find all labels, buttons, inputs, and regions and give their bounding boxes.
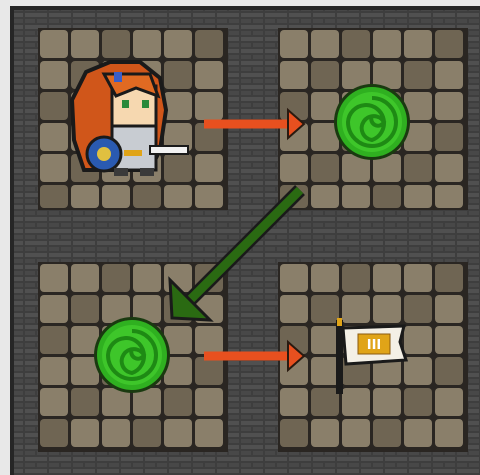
- floor-tile: [195, 419, 223, 447]
- floor-tile: [40, 388, 68, 416]
- floor-tile: [404, 357, 432, 385]
- floor-tile: [311, 185, 339, 208]
- floor-tile: [373, 30, 401, 58]
- floor-tile: [71, 295, 99, 323]
- floor-tile: [164, 154, 192, 182]
- floor-tile: [311, 264, 339, 292]
- floor-tile: [71, 388, 99, 416]
- floor-tile: [435, 295, 463, 323]
- floor-tile: [404, 185, 432, 208]
- floor-tile: [280, 264, 308, 292]
- floor-tile: [435, 123, 463, 151]
- floor-tile: [404, 388, 432, 416]
- floor-tile: [40, 357, 68, 385]
- floor-tile: [373, 295, 401, 323]
- floor-tile: [435, 419, 463, 447]
- floor-tile: [40, 92, 68, 120]
- floor-tile: [373, 185, 401, 208]
- floor-tile: [311, 419, 339, 447]
- floor-tile: [311, 357, 339, 385]
- green-swirl-portal-icon: [334, 84, 410, 160]
- floor-tile: [435, 264, 463, 292]
- floor-tile: [195, 61, 223, 89]
- floor-tile: [102, 30, 130, 58]
- green-swirl-portal-icon: [94, 317, 170, 393]
- floor-tile: [311, 295, 339, 323]
- floor-tile: [435, 61, 463, 89]
- floor-tile: [71, 30, 99, 58]
- floor-tile: [195, 154, 223, 182]
- floor-tile: [280, 388, 308, 416]
- floor-tile: [404, 264, 432, 292]
- floor-tile: [404, 61, 432, 89]
- floor-tile: [40, 264, 68, 292]
- floor-tile: [195, 30, 223, 58]
- floor-tile: [164, 388, 192, 416]
- floor-tile: [40, 295, 68, 323]
- floor-tile: [280, 295, 308, 323]
- floor-tile: [435, 357, 463, 385]
- floor-tile: [280, 30, 308, 58]
- floor-tile: [164, 61, 192, 89]
- floor-tile: [195, 185, 223, 208]
- floor-tile: [102, 264, 130, 292]
- floor-tile: [40, 326, 68, 354]
- floor-tile: [195, 92, 223, 120]
- floor-tile: [195, 388, 223, 416]
- floor-tile: [40, 30, 68, 58]
- floor-tile: [71, 185, 99, 208]
- floor-tile: [40, 123, 68, 151]
- floor-tile: [164, 30, 192, 58]
- floor-tile: [164, 185, 192, 208]
- floor-tile: [435, 326, 463, 354]
- floor-tile: [133, 419, 161, 447]
- floor-tile: [435, 185, 463, 208]
- floor-tile: [404, 30, 432, 58]
- floor-tile: [311, 30, 339, 58]
- floor-tile: [195, 326, 223, 354]
- floor-tile: [311, 388, 339, 416]
- floor-tile: [342, 419, 370, 447]
- floor-tile: [71, 264, 99, 292]
- floor-tile: [373, 264, 401, 292]
- floor-tile: [102, 419, 130, 447]
- floor-tile: [311, 61, 339, 89]
- floor-tile: [40, 419, 68, 447]
- floor-tile: [40, 185, 68, 208]
- floor-tile: [133, 185, 161, 208]
- floor-tile: [133, 30, 161, 58]
- floor-tile: [40, 61, 68, 89]
- floor-tile: [342, 388, 370, 416]
- floor-tile: [404, 419, 432, 447]
- flag-emblem: III: [367, 338, 382, 353]
- floor-tile: [435, 388, 463, 416]
- floor-tile: [435, 30, 463, 58]
- floor-tile: [280, 61, 308, 89]
- floor-tile: [71, 419, 99, 447]
- floor-tile: [133, 264, 161, 292]
- floor-tile: [404, 154, 432, 182]
- floor-tile: [342, 185, 370, 208]
- floor-tile: [311, 154, 339, 182]
- floor-tile: [164, 419, 192, 447]
- floor-tile: [311, 326, 339, 354]
- floor-tile: [280, 419, 308, 447]
- floor-tile: [435, 154, 463, 182]
- floor-tile: [342, 264, 370, 292]
- floor-tile: [195, 357, 223, 385]
- floor-tile: [280, 154, 308, 182]
- floor-tile: [404, 326, 432, 354]
- floor-tile: [164, 92, 192, 120]
- floor-tile: [40, 154, 68, 182]
- floor-tile: [404, 295, 432, 323]
- floor-tile: [342, 30, 370, 58]
- floor-tile: [102, 185, 130, 208]
- floor-tile: [342, 295, 370, 323]
- floor-tile: [373, 419, 401, 447]
- floor-tile: [435, 92, 463, 120]
- floor-tile: [373, 388, 401, 416]
